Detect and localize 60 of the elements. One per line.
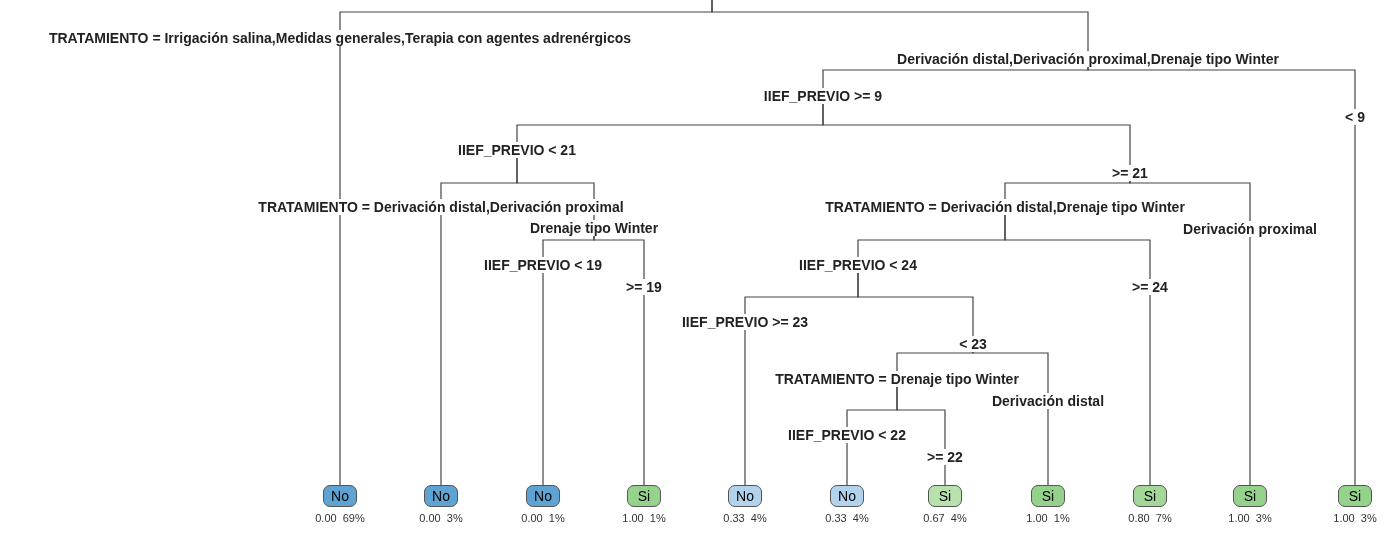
tree-branch-line bbox=[972, 351, 1049, 394]
split-condition: >= 24 bbox=[1129, 279, 1171, 295]
tree-branch-line bbox=[822, 103, 1131, 166]
leaf-class-box: Si bbox=[627, 485, 661, 507]
leaf-stats: 0.00 1% bbox=[521, 512, 565, 525]
leaf-class-box: No bbox=[728, 485, 762, 507]
leaf-class-box: Si bbox=[1031, 485, 1065, 507]
split-condition: IIEF_PREVIO < 19 bbox=[481, 257, 605, 273]
split-condition: >= 19 bbox=[623, 279, 665, 295]
tree-branch-line bbox=[593, 235, 645, 280]
leaf-stats: 0.33 4% bbox=[825, 512, 869, 525]
tree-branch-line bbox=[822, 66, 1089, 89]
split-condition: IIEF_PREVIO < 21 bbox=[455, 142, 579, 158]
tree-branch-line bbox=[1004, 214, 1151, 280]
leaf-stats: 0.00 69% bbox=[315, 512, 365, 525]
tree-branch-line bbox=[846, 442, 848, 486]
tree-branch-line bbox=[542, 272, 544, 486]
tree-branch-line bbox=[1004, 180, 1131, 200]
leaf-stats: 0.33 4% bbox=[723, 512, 767, 525]
tree-branch-line bbox=[1149, 294, 1151, 486]
split-condition: TRATAMIENTO = Derivación distal,Drenaje tipo Winter bbox=[822, 199, 1188, 215]
tree-branch-line bbox=[1129, 180, 1251, 222]
split-condition: TRATAMIENTO = Drenaje tipo Winter bbox=[772, 371, 1022, 387]
split-condition: < 9 bbox=[1342, 109, 1368, 125]
tree-branch-line bbox=[516, 157, 595, 221]
leaf-stats: 0.80 7% bbox=[1128, 512, 1172, 525]
leaf-class-box: No bbox=[424, 485, 458, 507]
tree-branch-line bbox=[339, 45, 341, 486]
split-condition: >= 22 bbox=[924, 449, 966, 465]
leaf-class-box: Si bbox=[928, 485, 962, 507]
leaf-stats: 0.67 4% bbox=[923, 512, 967, 525]
tree-branch-line bbox=[857, 272, 974, 337]
split-condition: >= 21 bbox=[1109, 165, 1151, 181]
leaf-class-box: Si bbox=[1133, 485, 1167, 507]
leaf-stats: 1.00 1% bbox=[622, 512, 666, 525]
tree-branch-line bbox=[1087, 66, 1356, 110]
leaf-class-box: Si bbox=[1233, 485, 1267, 507]
leaf-class-box: No bbox=[323, 485, 357, 507]
tree-branch-line bbox=[744, 329, 746, 486]
tree-branch-line bbox=[944, 464, 946, 486]
tree-branch-line bbox=[643, 294, 645, 486]
leaf-class-box: No bbox=[526, 485, 560, 507]
leaf-class-box: Si bbox=[1338, 485, 1372, 507]
split-condition: Derivación distal bbox=[989, 393, 1107, 409]
split-condition: < 23 bbox=[956, 336, 990, 352]
leaf-stats: 1.00 1% bbox=[1026, 512, 1070, 525]
tree-branch-line bbox=[1354, 124, 1356, 486]
leaf-class-box: No bbox=[830, 485, 864, 507]
split-condition: IIEF_PREVIO < 22 bbox=[785, 427, 909, 443]
split-condition: IIEF_PREVIO < 24 bbox=[796, 257, 920, 273]
split-condition: Derivación distal,Derivación proximal,Drenaje tipo Winter bbox=[894, 51, 1282, 67]
tree-branch-line bbox=[1249, 236, 1251, 486]
tree-branch-line bbox=[440, 214, 442, 486]
tree-branch-line bbox=[1047, 408, 1049, 486]
leaf-stats: 1.00 3% bbox=[1228, 512, 1272, 525]
tree-branch-line bbox=[711, 0, 1089, 52]
leaf-stats: 1.00 3% bbox=[1333, 512, 1377, 525]
tree-branch-line bbox=[896, 351, 974, 372]
tree-branch-line bbox=[896, 386, 946, 450]
leaf-stats: 0.00 3% bbox=[419, 512, 463, 525]
